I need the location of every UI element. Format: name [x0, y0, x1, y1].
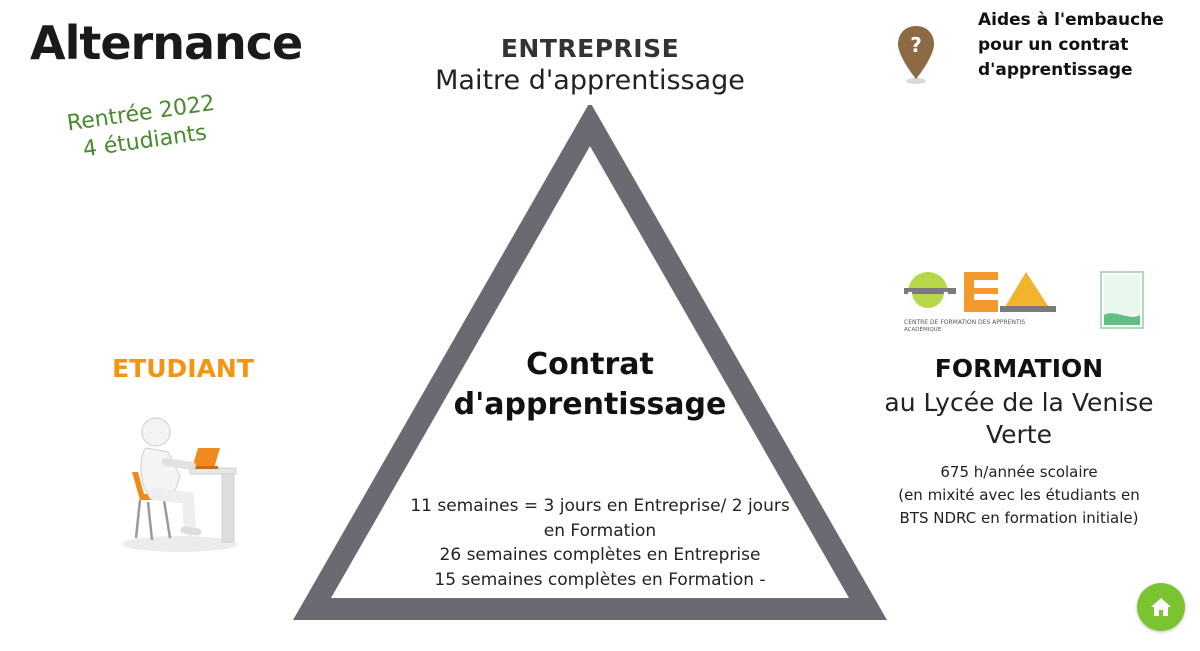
svg-text:?: ?	[910, 33, 922, 57]
formation-subtitle-line: au Lycée de la Venise	[884, 388, 1154, 417]
aides-line: pour un contrat	[978, 35, 1129, 55]
aides-line: Aides à l'embauche	[978, 10, 1164, 30]
aides-label[interactable]: Aides à l'embauche pour un contrat d'app…	[978, 8, 1188, 83]
contrat-details: 11 semaines = 3 jours en Entreprise/ 2 j…	[395, 494, 805, 592]
student-laptop-illustration	[118, 412, 240, 554]
formation-detail-line: 675 h/année scolaire	[940, 463, 1098, 481]
cfa-caption: ACADÉMIQUE	[904, 325, 942, 333]
aides-line: d'apprentissage	[978, 60, 1133, 80]
etudiant-label: ETUDIANT	[112, 354, 254, 383]
question-pin-icon[interactable]: ?	[895, 24, 937, 88]
rentree-note: Rentrée 2022 4 étudiants	[55, 88, 231, 167]
formation-title: FORMATION	[934, 354, 1104, 383]
cfa-logo: CENTRE DE FORMATION DES APPRENTIS ACADÉM…	[904, 272, 1056, 333]
page-title: Alternance	[30, 16, 303, 70]
formation-section: FORMATION au Lycée de la Venise Verte 67…	[860, 354, 1178, 530]
entreprise-subtitle: Maitre d'apprentissage	[435, 65, 745, 96]
cfa-caption: CENTRE DE FORMATION DES APPRENTIS	[904, 319, 1025, 326]
formation-detail-line: (en mixité avec les étudiants en	[898, 486, 1140, 504]
formation-detail-line: BTS NDRC en formation initiale)	[899, 509, 1139, 527]
home-button[interactable]	[1137, 583, 1185, 631]
home-icon	[1151, 598, 1171, 616]
lycee-logo	[1100, 271, 1144, 329]
contrat-title-line: d'apprentissage	[453, 387, 727, 422]
entreprise-section: ENTREPRISE Maitre d'apprentissage	[390, 34, 790, 96]
contrat-title-line: Contrat	[526, 347, 654, 382]
formation-subtitle-line: Verte	[985, 420, 1052, 449]
contract-triangle	[293, 105, 887, 620]
entreprise-title: ENTREPRISE	[500, 34, 680, 63]
formation-subtitle: au Lycée de la Venise Verte	[860, 387, 1178, 451]
detail-line: 11 semaines = 3 jours en Entreprise/ 2 j…	[410, 496, 790, 516]
formation-details: 675 h/année scolaire (en mixité avec les…	[860, 461, 1178, 530]
detail-line: en Formation	[543, 520, 657, 541]
detail-line: 26 semaines complètes en Entreprise	[439, 545, 761, 565]
contrat-title: Contrat d'apprentissage	[430, 345, 750, 425]
detail-line: 15 semaines complètes en Formation -	[434, 569, 766, 590]
